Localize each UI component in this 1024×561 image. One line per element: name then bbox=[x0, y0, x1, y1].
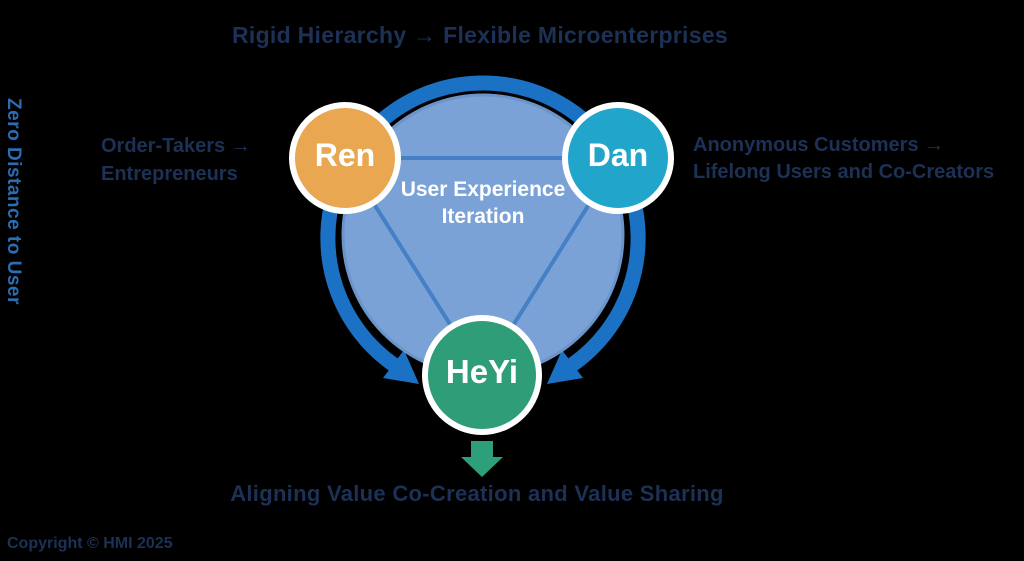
ren-annotation-line1: Order-Takers → bbox=[101, 135, 251, 157]
dan-node-circle bbox=[562, 102, 674, 214]
heyi-node-circle bbox=[422, 315, 542, 435]
dan-annotation: Anonymous Customers → Lifelong Users and… bbox=[693, 132, 1023, 186]
center-circle-label-line2: Iteration bbox=[441, 205, 525, 228]
copyright-notice: Copyright © HMI 2025 bbox=[7, 535, 173, 552]
triangle-connector bbox=[341, 156, 622, 379]
center-circle-label-line1: User Experience bbox=[400, 178, 566, 201]
dan-annotation-line2: Lifelong Users and Co-Creators bbox=[693, 161, 995, 183]
center-circle-label: User Experience Iteration bbox=[333, 176, 633, 230]
cycle-arrowhead-right-icon bbox=[547, 350, 583, 384]
heyi-node-label: HeYi bbox=[445, 353, 519, 390]
dan-node-label: Dan bbox=[587, 137, 649, 173]
ren-node-circle bbox=[289, 102, 401, 214]
down-arrow-icon bbox=[461, 441, 503, 477]
dan-annotation-line1: Anonymous Customers → bbox=[693, 134, 945, 156]
heyi-annotation: Aligning Value Co-Creation and Value Sha… bbox=[230, 481, 724, 506]
ren-node-label: Ren bbox=[314, 137, 376, 173]
zero-distance-axis-label: Zero Distance to User bbox=[3, 98, 24, 305]
ren-annotation: Order-Takers → Entrepreneurs bbox=[101, 132, 291, 188]
cycle-arrowhead-left-icon bbox=[383, 350, 419, 384]
page-title: Rigid Hierarchy → Flexible Microenterpri… bbox=[231, 22, 729, 48]
ren-annotation-line2: Entrepreneurs bbox=[101, 163, 238, 185]
